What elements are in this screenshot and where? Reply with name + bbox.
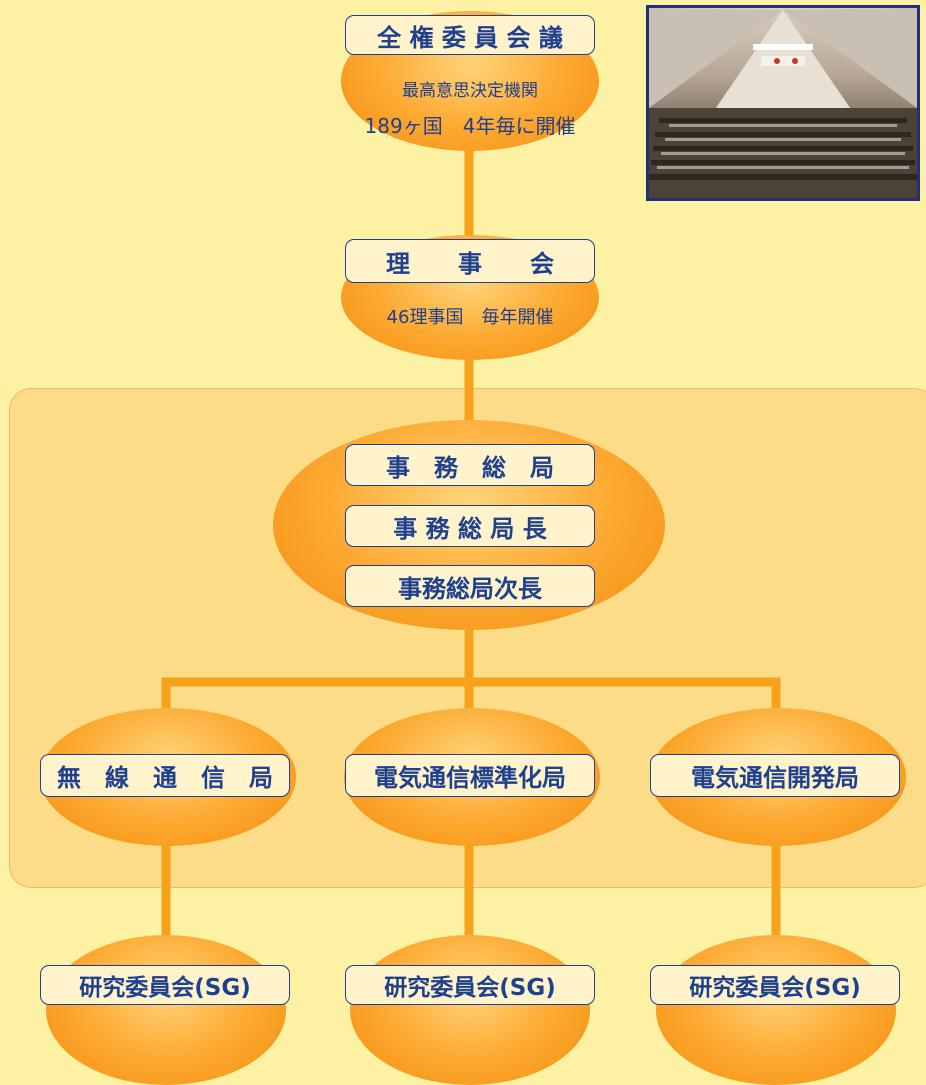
- deputy-secretary-general-label: 事務総局次長: [345, 565, 595, 607]
- sg-label-standardization: 研究委員会(SG): [345, 965, 595, 1005]
- council-detail: 46理事国 毎年開催: [386, 307, 554, 328]
- plenipotentiary-title: 全 権 委 員 会 議: [345, 15, 595, 55]
- sg-oval-development: [656, 935, 896, 1085]
- sg-oval-standardization: [350, 935, 590, 1085]
- conference-hall-image: [649, 8, 917, 198]
- radiocommunication-bureau-label: 無 線 通 信 局: [40, 754, 290, 797]
- conference-hall-photo: [646, 5, 920, 201]
- standardization-bureau-label: 電気通信標準化局: [345, 754, 595, 797]
- sg-label-development: 研究委員会(SG): [650, 965, 900, 1005]
- sg-label-radio: 研究委員会(SG): [40, 965, 290, 1005]
- general-secretariat-label: 事 務 総 局: [345, 444, 595, 486]
- development-bureau-label: 電気通信開発局: [650, 754, 900, 797]
- secretary-general-label: 事 務 総 局 長: [345, 505, 595, 547]
- plenipotentiary-detail: 189ヶ国 4年毎に開催: [364, 114, 576, 138]
- council-title: 理 事 会: [345, 239, 595, 283]
- plenipotentiary-description: 最高意思決定機関: [402, 81, 538, 101]
- sg-oval-radio: [46, 935, 286, 1085]
